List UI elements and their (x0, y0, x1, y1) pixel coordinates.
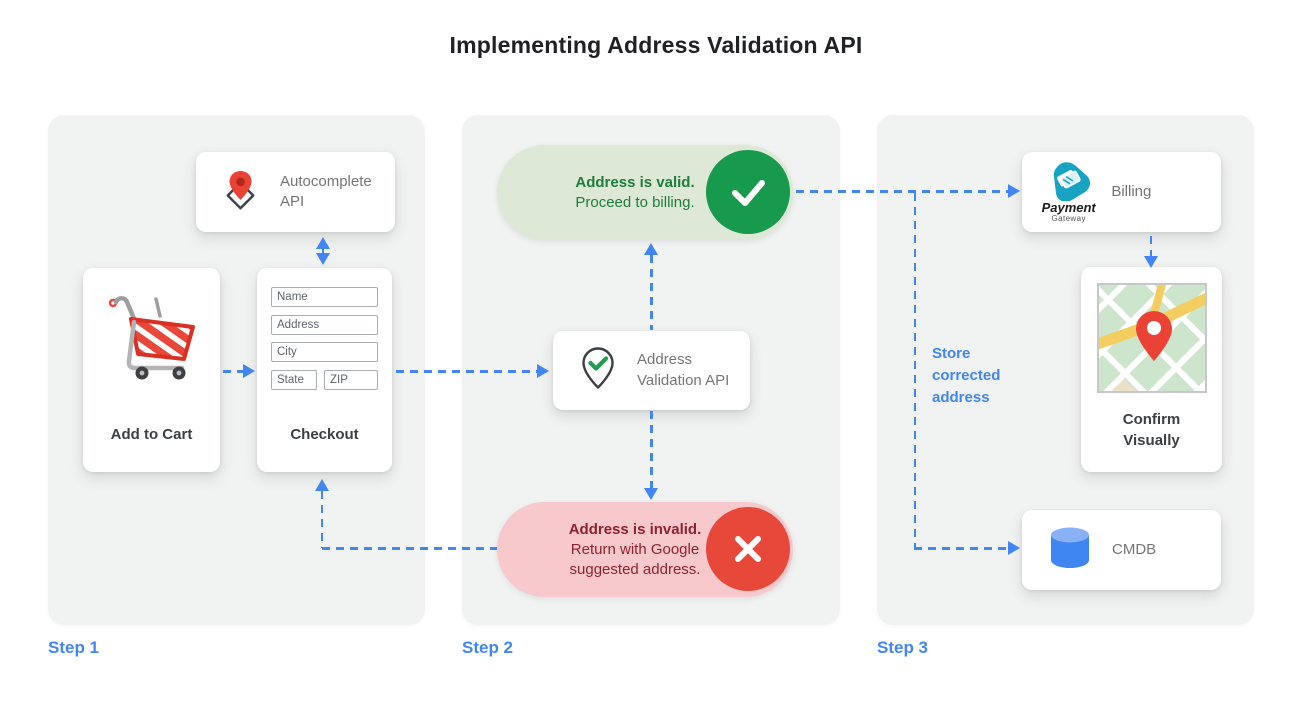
zip-field: ZIP (324, 369, 378, 390)
pin-check-icon (575, 345, 621, 396)
address-invalid-pill: Address is invalid. Return with Google s… (497, 502, 793, 597)
autocomplete-api-card: Autocomplete API (196, 152, 395, 232)
address-field: Address (271, 314, 378, 335)
step1-label: Step 1 (48, 638, 100, 657)
check-circle-icon (706, 150, 790, 234)
valid-title: Address is valid. (575, 173, 695, 191)
autocomplete-api-label: Autocomplete API (280, 172, 372, 210)
add-to-cart-label: Add to Cart (110, 426, 193, 444)
checkout-label: Checkout (290, 426, 359, 444)
add-to-cart-card: Add to Cart (83, 268, 220, 472)
confirm-visually-label: Confirm Visually (1122, 410, 1181, 450)
invalid-title: Address is invalid. (568, 520, 702, 538)
name-field: Name (271, 287, 378, 307)
city-field: City (271, 342, 378, 362)
checkout-form: Name Address City State ZIP (271, 287, 378, 390)
page-title: Implementing Address Validation API (449, 32, 863, 58)
billing-label: Billing (1111, 182, 1152, 200)
shopping-cart-icon (104, 292, 200, 387)
confirm-visually-card: Confirm Visually (1081, 267, 1222, 472)
state-field: State (271, 369, 317, 390)
cmdb-label: CMDB (1112, 540, 1157, 558)
payment-logo-subtitle: Gateway (1051, 213, 1086, 223)
store-corrected-address-note: Store corrected address (932, 345, 1001, 406)
payment-logo-title: Payment (1041, 199, 1096, 215)
cmdb-card: CMDB (1022, 510, 1221, 590)
map-thumbnail (1096, 283, 1207, 393)
address-validation-api-card: Address Validation API (553, 331, 750, 410)
x-circle-icon (706, 507, 790, 591)
invalid-subtitle: Return with Google suggested address. (569, 540, 701, 578)
map-pin-diamond-icon (218, 167, 264, 218)
database-icon (1044, 522, 1096, 579)
step2-label: Step 2 (462, 638, 514, 657)
address-validation-api-label: Address Validation API (637, 351, 730, 389)
valid-subtitle: Proceed to billing. (575, 193, 695, 211)
step3-label: Step 3 (877, 638, 929, 657)
address-valid-pill: Address is valid. Proceed to billing. (497, 145, 793, 240)
checkout-card: Name Address City State ZIP Checkout (257, 268, 392, 472)
billing-card: Payment Gateway Billing (1022, 152, 1221, 232)
payment-gateway-logo: Payment Gateway (1038, 161, 1099, 224)
